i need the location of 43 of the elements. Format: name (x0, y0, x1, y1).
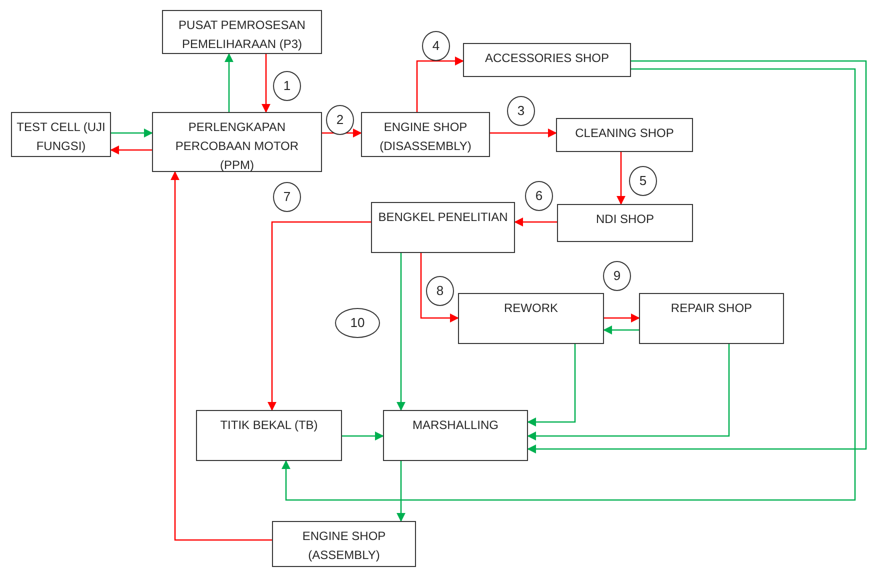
arrow (267, 221, 371, 411)
process-box: PERLENGKAPAN PERCOBAAN MOTOR (PPM) (152, 112, 322, 172)
arrow (396, 253, 406, 411)
callout-number: 6 (525, 181, 553, 211)
process-box: BENGKEL PENELITIAN (371, 202, 515, 253)
callout-number: 10 (335, 308, 380, 338)
process-box: PUSAT PEMROSESAN PEMELIHARAAN (P3) (162, 10, 322, 54)
arrow (420, 253, 459, 323)
arrow (281, 68, 856, 501)
arrow (527, 60, 867, 454)
arrow (514, 217, 557, 227)
process-box: NDI SHOP (557, 204, 693, 242)
process-box: TITIK BEKAL (TB) (196, 410, 342, 461)
arrow (110, 145, 152, 155)
process-box: ENGINE SHOP (ASSEMBLY) (272, 521, 416, 567)
arrow (111, 128, 153, 138)
callout-number: 3 (507, 96, 535, 126)
arrow (396, 461, 406, 522)
process-box: TEST CELL (UJI FUNGSI) (11, 112, 111, 157)
arrow (416, 56, 464, 112)
process-box: REWORK (458, 293, 604, 344)
callout-number: 7 (273, 182, 301, 212)
arrow (527, 344, 730, 441)
callout-number: 1 (273, 71, 301, 101)
process-box: REPAIR SHOP (639, 293, 784, 344)
arrow (527, 344, 576, 427)
callout-number: 9 (603, 261, 631, 291)
arrow (261, 54, 271, 113)
arrow (604, 313, 640, 323)
callout-number: 5 (629, 166, 657, 196)
arrow (490, 128, 557, 138)
callout-number: 4 (422, 31, 450, 61)
process-box: ACCESSORIES SHOP (463, 43, 631, 77)
callout-number: 2 (326, 105, 354, 135)
arrow (224, 53, 234, 112)
callout-number: 8 (426, 276, 454, 306)
arrow (170, 171, 272, 541)
process-box: CLEANING SHOP (556, 118, 693, 152)
process-box: ENGINE SHOP (DISASSEMBLY) (361, 112, 490, 157)
process-box: MARSHALLING (383, 410, 528, 461)
arrow (603, 325, 639, 335)
arrow (616, 152, 626, 205)
arrow (342, 431, 384, 441)
